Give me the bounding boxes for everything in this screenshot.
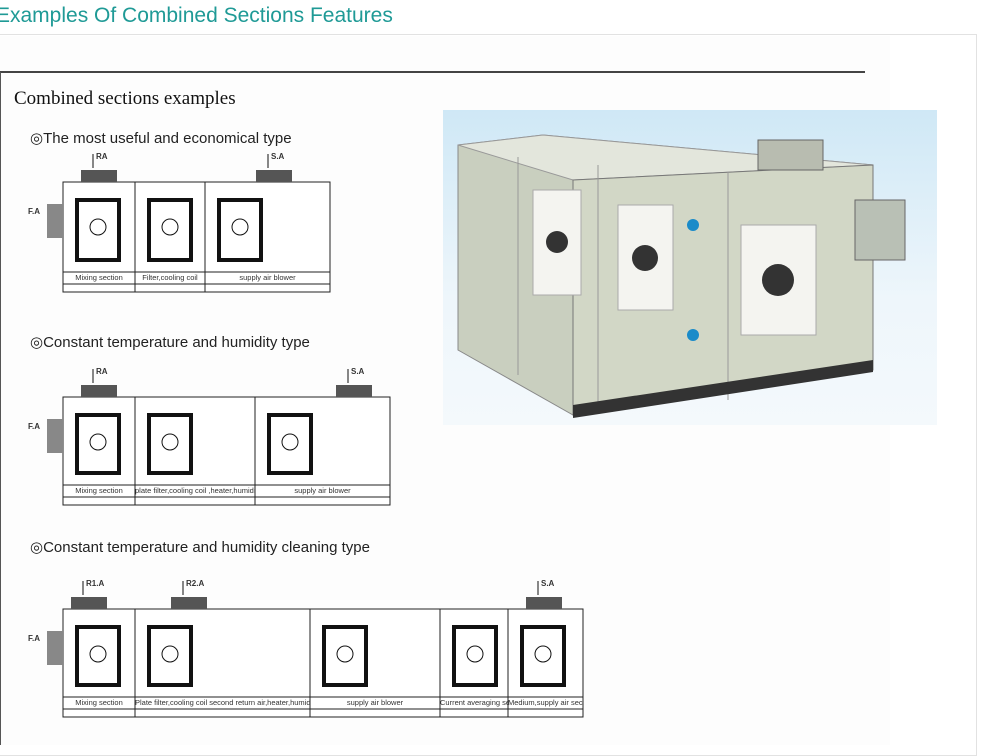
divider bbox=[0, 71, 865, 73]
section-label: Mixing section bbox=[75, 698, 123, 707]
section-label: Plate filter,cooling coil second return … bbox=[135, 698, 310, 707]
section-label: plate filter,cooling coil ,heater,humidi… bbox=[135, 486, 255, 495]
section-label: Medium,supply air section bbox=[508, 698, 583, 707]
section-label: Mixing section bbox=[75, 273, 123, 282]
example-title-2: ◎Constant temperature and humidity type bbox=[30, 334, 310, 351]
diagram-constant-temp: RA S.A F.A Mixing section plate filter,cooli… bbox=[28, 365, 394, 525]
airflow-tag: RA bbox=[96, 367, 108, 376]
air-handling-unit-photo bbox=[443, 110, 937, 425]
airflow-tag: R1.A bbox=[86, 579, 105, 588]
page-title: Examples Of Combined Sections Features bbox=[0, 4, 393, 27]
airflow-tag: S.A bbox=[271, 152, 285, 161]
example-title-1: ◎The most useful and economical type bbox=[30, 130, 292, 147]
section-label: supply air blower bbox=[239, 273, 296, 282]
airflow-tag-fa: F.A bbox=[28, 207, 40, 216]
section-label: Filter,cooling coil bbox=[142, 273, 198, 282]
airflow-tag: R2.A bbox=[186, 579, 205, 588]
diagram-economical: RA S.A F.A Mixing section Filter,cooling coi… bbox=[28, 150, 338, 312]
section-heading: Combined sections examples bbox=[14, 88, 236, 109]
airflow-tag-fa: F.A bbox=[28, 634, 40, 643]
section-label: supply air blower bbox=[294, 486, 351, 495]
sheet-border bbox=[0, 72, 1, 745]
section-label: Current averaging section bbox=[440, 698, 508, 707]
airflow-tag: S.A bbox=[351, 367, 365, 376]
section-label: supply air blower bbox=[346, 698, 404, 707]
airflow-tag: RA bbox=[96, 152, 108, 161]
section-label: Mixing section bbox=[75, 486, 123, 495]
example-title-3: ◎Constant temperature and humidity clean… bbox=[30, 539, 370, 556]
airflow-tag-fa: F.A bbox=[28, 422, 40, 431]
diagram-cleaning: R1.A R2.A S.A F.A Mixing section Plate filter… bbox=[28, 577, 588, 737]
airflow-tag: S.A bbox=[541, 579, 555, 588]
